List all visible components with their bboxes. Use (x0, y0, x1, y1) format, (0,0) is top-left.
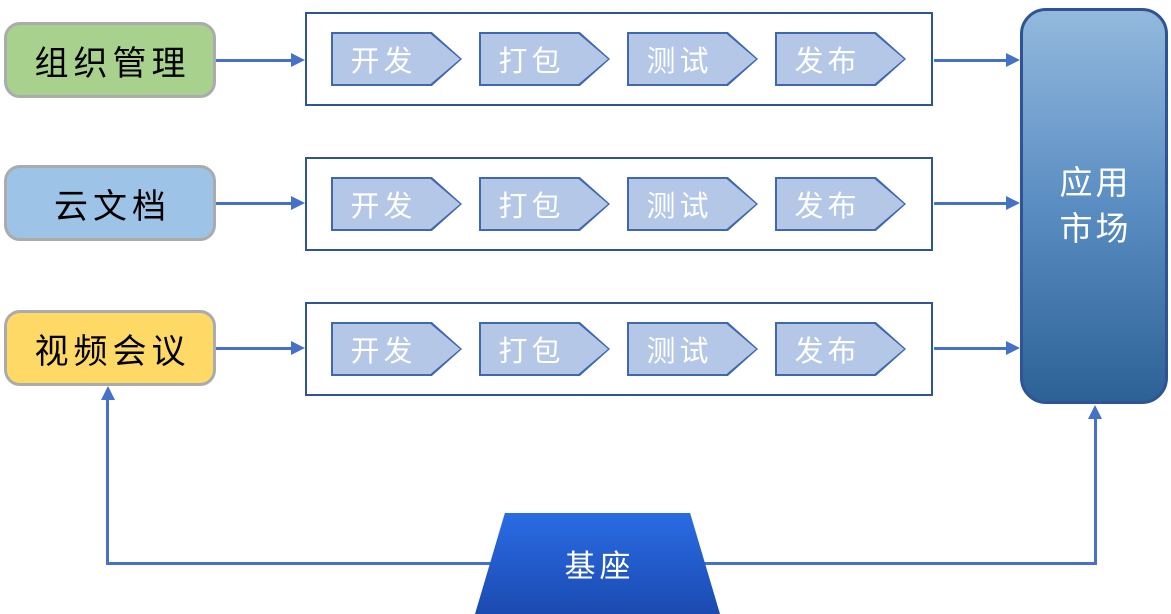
source-box-docs: 云文档 (4, 165, 216, 241)
market-label-line2: 市场 (1059, 210, 1132, 247)
arrow-line-pipeline3-to-market (934, 347, 1007, 350)
stage-label-test: 测试 (646, 46, 713, 78)
stage-chevron-test: 测试 (627, 177, 758, 231)
stage-label-package: 打包 (498, 191, 565, 223)
source-label-org: 组织管理 (34, 44, 191, 83)
stage-label-develop: 开发 (350, 336, 417, 368)
arrowhead-base-to-meeting (101, 386, 115, 400)
stage-label-release: 发布 (794, 191, 861, 223)
stage-chevron-package: 打包 (479, 177, 610, 231)
stage-chevron-develop: 开发 (331, 322, 462, 376)
arrow-line-pipeline1-to-market (934, 59, 1007, 62)
stage-chevron-develop: 开发 (331, 177, 462, 231)
pipeline-row-1: 开发 打包 测试 发布 (305, 12, 933, 106)
stage-label-develop: 开发 (350, 46, 417, 78)
arrowhead-base-to-market (1088, 405, 1102, 419)
arrowhead-org-to-pipeline (291, 53, 305, 67)
market-label-line1: 应用 (1059, 164, 1132, 201)
pipeline-row-2: 开发 打包 测试 发布 (305, 157, 933, 251)
stage-label-test: 测试 (646, 336, 713, 368)
arrowhead-pipeline3-to-market (1006, 341, 1020, 355)
stage-label-package: 打包 (498, 336, 565, 368)
stage-chevron-release: 发布 (775, 177, 906, 231)
arrow-line-meeting-to-pipeline (216, 347, 294, 350)
arrow-line-pipeline2-to-market (934, 202, 1007, 205)
stage-chevron-release: 发布 (775, 32, 906, 86)
stage-chevron-package: 打包 (479, 322, 610, 376)
arrowhead-pipeline1-to-market (1006, 53, 1020, 67)
market-box: 应用 市场 (1020, 8, 1168, 404)
stage-label-package: 打包 (498, 46, 565, 78)
base-riser-left (106, 399, 109, 565)
stage-chevron-release: 发布 (775, 322, 906, 376)
stage-chevron-package: 打包 (479, 32, 610, 86)
source-label-meeting: 视频会议 (34, 332, 191, 371)
arrow-line-org-to-pipeline (216, 59, 294, 62)
source-label-docs: 云文档 (54, 187, 171, 226)
base-label: 基座 (564, 549, 635, 584)
arrowhead-docs-to-pipeline (291, 196, 305, 210)
arrow-line-docs-to-pipeline (216, 202, 294, 205)
stage-label-release: 发布 (794, 46, 861, 78)
pipeline-row-3: 开发 打包 测试 发布 (305, 302, 933, 396)
arrowhead-meeting-to-pipeline (291, 341, 305, 355)
source-box-meeting: 视频会议 (4, 310, 216, 386)
stage-chevron-develop: 开发 (331, 32, 462, 86)
stage-label-release: 发布 (794, 336, 861, 368)
stage-chevron-test: 测试 (627, 32, 758, 86)
stage-label-develop: 开发 (350, 191, 417, 223)
arrowhead-pipeline2-to-market (1006, 196, 1020, 210)
stage-label-test: 测试 (646, 191, 713, 223)
stage-chevron-test: 测试 (627, 322, 758, 376)
source-box-org: 组织管理 (4, 22, 216, 98)
base-trapezoid: 基座 (475, 513, 720, 614)
base-riser-right (1094, 418, 1097, 565)
